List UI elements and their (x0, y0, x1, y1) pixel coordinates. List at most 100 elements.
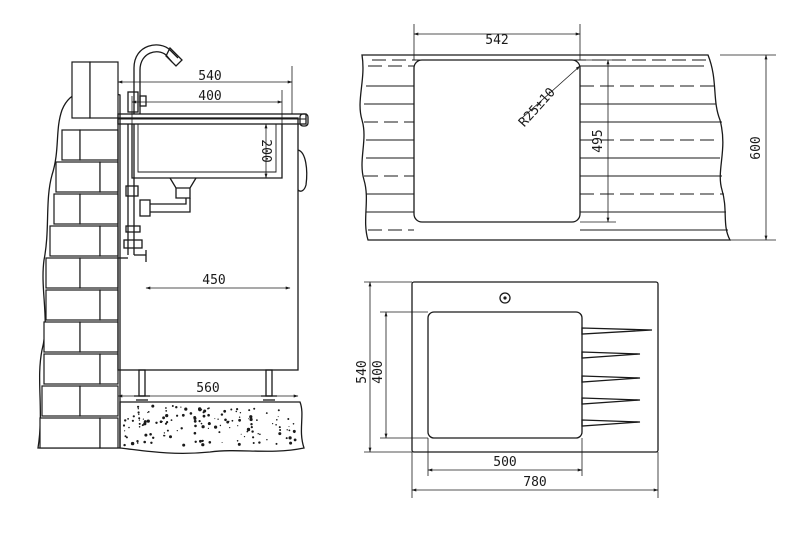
concrete-speck (249, 417, 253, 422)
plumbing (118, 124, 151, 262)
brick (89, 61, 119, 119)
concrete-speck (130, 441, 135, 446)
counter-dim-542: 542 (485, 33, 508, 48)
concrete-speck (194, 440, 197, 443)
brick (71, 61, 91, 119)
concrete-speck (221, 442, 223, 443)
concrete-speck (189, 412, 193, 415)
concrete-speck (223, 409, 227, 413)
brick (55, 161, 101, 193)
concrete-speck (163, 432, 166, 434)
concrete-speck (231, 419, 234, 422)
concrete-speck (201, 425, 205, 429)
concrete-speck (293, 431, 296, 434)
concrete-speck (136, 440, 139, 443)
concrete-speck (236, 440, 239, 442)
concrete-speck (166, 429, 169, 432)
concrete-speck (243, 436, 246, 438)
concrete-speck (238, 418, 242, 422)
concrete-speck (250, 426, 253, 429)
top-dim-540: 540 (355, 360, 370, 383)
concrete-speck (237, 425, 239, 427)
counter-dim-495: 495 (591, 129, 606, 152)
concrete-speck (208, 422, 211, 425)
concrete-speck (164, 422, 168, 425)
concrete-speck (288, 429, 291, 432)
concrete-speck (136, 442, 139, 444)
concrete-speck (287, 418, 290, 420)
concrete-speck (169, 435, 172, 439)
concrete-speck (141, 424, 144, 427)
concrete-speck (207, 427, 209, 429)
concrete-speck (124, 435, 127, 438)
sink-cutout (413, 59, 581, 223)
side-dimensions: 540 400 200 450 560 (117, 66, 299, 398)
side-dim-560: 560 (196, 381, 219, 396)
concrete-speck (142, 418, 144, 420)
counter-dim-600: 600 (749, 136, 764, 159)
brick (79, 257, 119, 289)
concrete-speck (163, 434, 165, 437)
concrete-speck (198, 407, 202, 411)
brick (43, 321, 81, 353)
concrete-floor (119, 401, 305, 454)
concrete-speck (252, 442, 255, 444)
concrete-speck (138, 426, 141, 428)
tap-hole-icon (499, 292, 511, 304)
concrete-speck (193, 431, 197, 435)
concrete-speck (214, 425, 218, 429)
concrete-speck (275, 424, 277, 426)
sink-bowl-top (427, 311, 583, 439)
sink-top-view: 540 400 500 780 (355, 281, 659, 498)
concrete-speck (180, 427, 183, 430)
concrete-speck (207, 413, 210, 417)
concrete-speck (236, 408, 239, 411)
concrete-speck (146, 419, 150, 423)
concrete-speck (128, 426, 130, 429)
brick (45, 257, 81, 289)
concrete-speck (293, 438, 297, 442)
concrete-speck (278, 426, 281, 429)
concrete-speck (285, 437, 288, 440)
top-dim-400: 400 (371, 360, 386, 383)
concrete-speck (238, 416, 241, 418)
concrete-speck (289, 441, 293, 445)
concrete-speck (161, 421, 163, 423)
concrete-speck (229, 427, 231, 429)
brick (99, 161, 119, 193)
concrete-speck (253, 407, 256, 410)
side-dim-400: 400 (198, 89, 221, 104)
concrete-speck (175, 406, 178, 409)
brick (41, 385, 81, 417)
concrete-speck (248, 418, 250, 420)
concrete-speck (162, 417, 165, 420)
concrete-speck (202, 440, 204, 442)
concrete-speck (184, 407, 188, 411)
concrete-speck (250, 423, 253, 426)
concrete-speck (124, 430, 126, 432)
concrete-speck (246, 430, 249, 433)
side-dim-540: 540 (198, 69, 221, 84)
concrete-speck (201, 443, 205, 447)
concrete-speck (152, 436, 155, 439)
concrete-speck (276, 419, 278, 421)
concrete-speck (176, 430, 178, 432)
concrete-speck (237, 442, 241, 446)
concrete-speck (224, 418, 227, 422)
top-dim-500: 500 (493, 455, 516, 470)
concrete-speck (165, 410, 168, 412)
concrete-speck (199, 439, 202, 443)
concrete-speck (202, 411, 205, 414)
concrete-speck (259, 433, 261, 436)
concrete-speck (288, 436, 292, 440)
concrete-speck (218, 431, 221, 434)
brick (61, 129, 81, 161)
concrete-speck (265, 412, 268, 414)
concrete-speck (125, 436, 128, 439)
concrete-speck (198, 420, 201, 423)
concrete-speck (277, 416, 279, 418)
concrete-speck (124, 419, 127, 422)
concrete-speck (275, 442, 278, 445)
concrete-speck (127, 418, 129, 420)
